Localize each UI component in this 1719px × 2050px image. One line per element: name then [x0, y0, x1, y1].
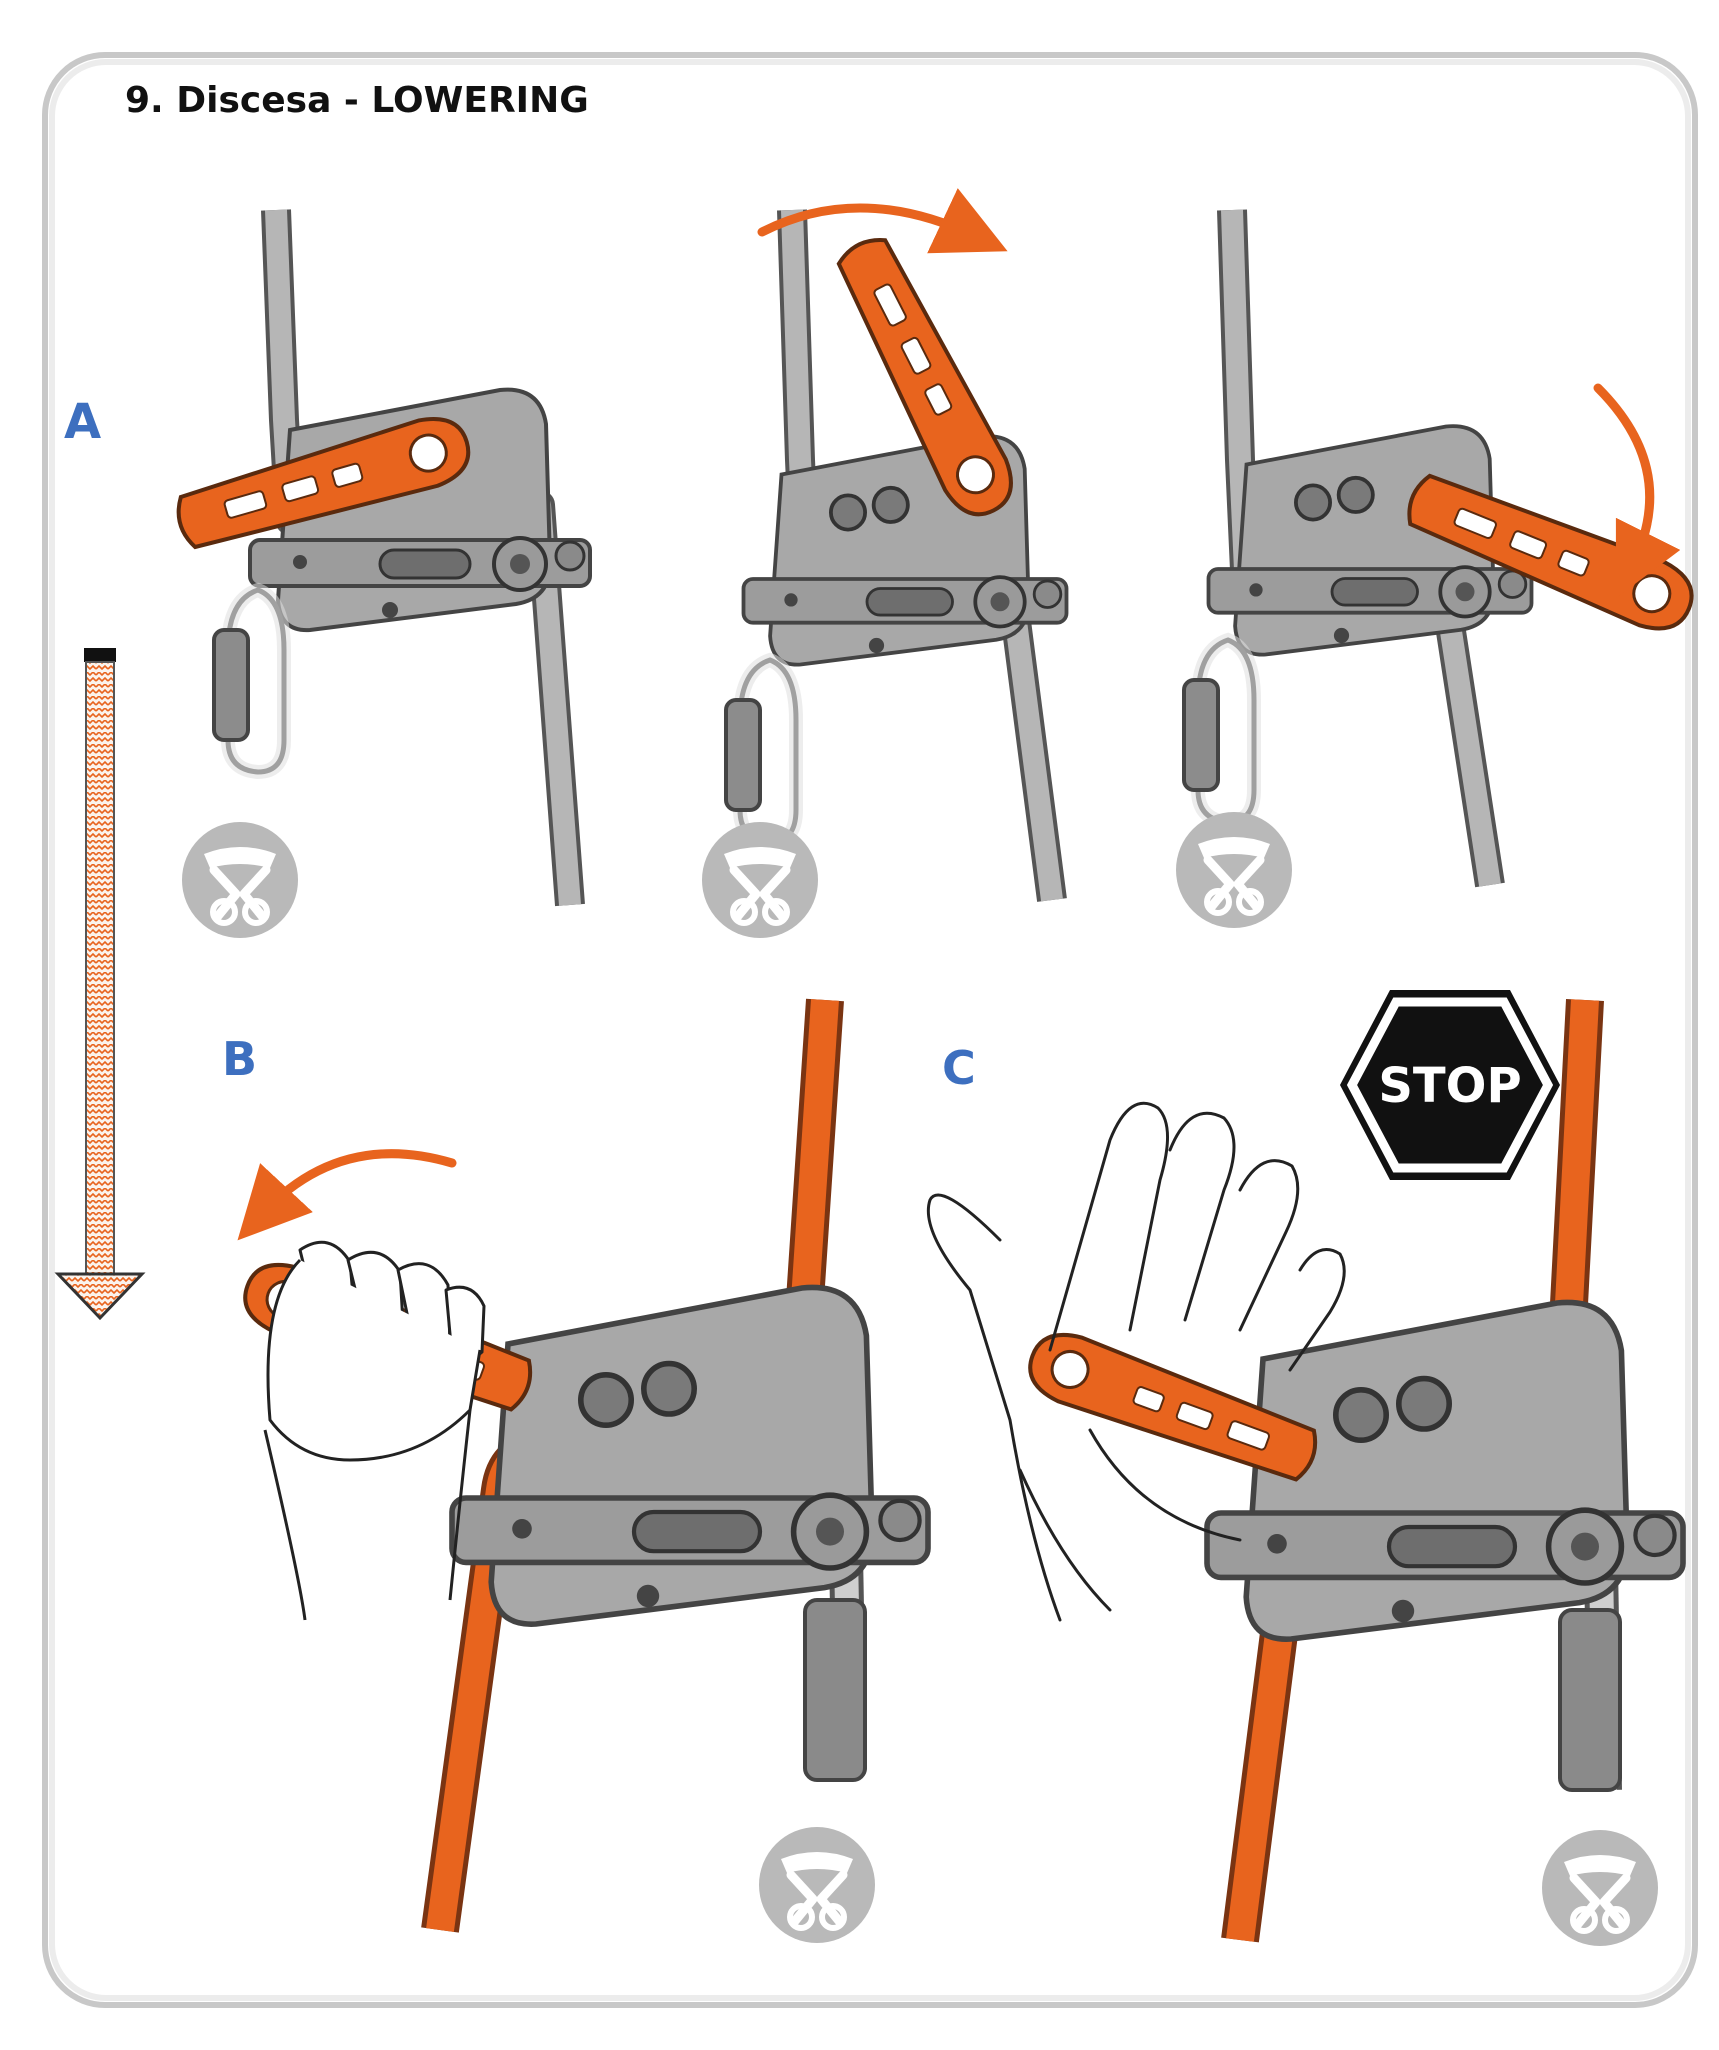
rotate-arrow-icon — [757, 188, 1008, 254]
step-label-b: B — [222, 1032, 257, 1086]
step-label-c: C — [942, 1041, 976, 1095]
pull-arrow-icon — [237, 1149, 457, 1241]
harness-badge-icon — [182, 822, 298, 938]
carabiner — [1558, 1608, 1622, 1792]
rotate-arrow-icon — [1593, 383, 1681, 599]
harness-badge-icon — [759, 1827, 875, 1943]
step-a-panel-1 — [168, 209, 592, 938]
step-label-a: A — [64, 394, 101, 450]
harness-badge-icon — [1176, 812, 1292, 928]
step-c-panel: STOP — [926, 990, 1683, 1946]
hand-gripping-icon — [263, 1240, 486, 1621]
stop-sign-icon: STOP — [1340, 990, 1560, 1180]
lowering-direction-arrow-icon — [54, 648, 146, 1321]
step-a-panel-2 — [702, 188, 1069, 938]
stop-sign-text: STOP — [1378, 1058, 1521, 1114]
step-a-panel-3 — [1176, 209, 1704, 928]
harness-badge-icon — [702, 822, 818, 938]
harness-badge-icon — [1542, 1830, 1658, 1946]
carabiner — [803, 1598, 867, 1782]
step-b-panel — [233, 998, 928, 1943]
open-hand-icon — [926, 1101, 1346, 1622]
page-title: 9. Discesa - LOWERING — [125, 80, 589, 121]
